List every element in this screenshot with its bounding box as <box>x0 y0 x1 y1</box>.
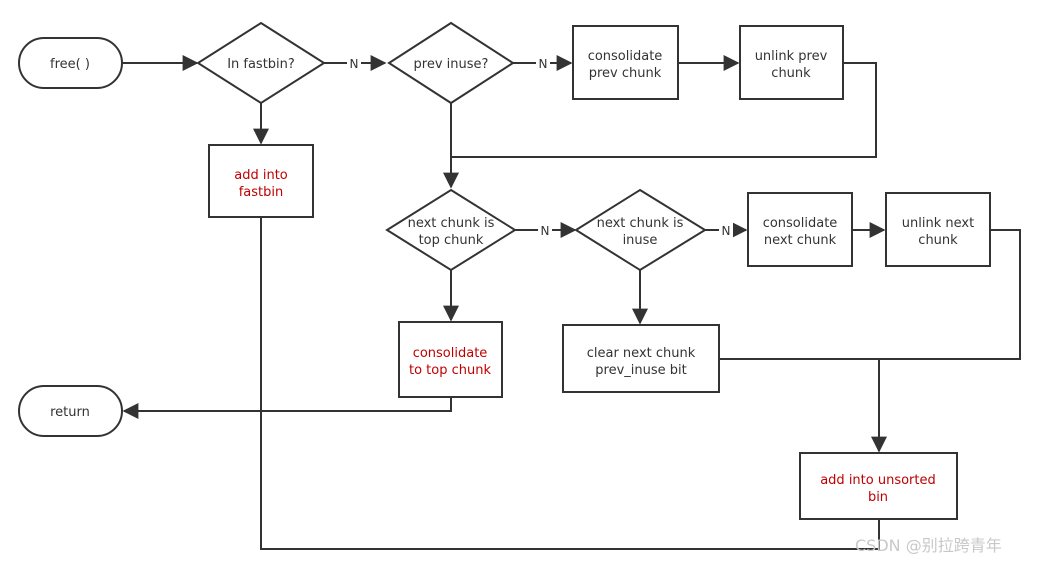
watermark-text: CSDN @别拉跨青年 <box>855 536 1002 555</box>
process-unlink-prev-line2: chunk <box>771 66 811 81</box>
process-consolidate-top: consolidate to top chunk <box>398 321 503 398</box>
process-unlink-prev-line1: unlink prev <box>755 49 828 64</box>
terminal-free: free( ) <box>18 37 123 89</box>
edge-unlink-prev-merge <box>451 62 877 158</box>
decision-in-fastbin-label: In fastbin? <box>227 57 295 72</box>
process-add-unsorted-line2: bin <box>868 490 888 505</box>
decision-next-top-line1: next chunk is <box>408 216 495 231</box>
process-add-fastbin-line1: add into <box>234 168 288 183</box>
edge-label-no: N <box>539 57 548 71</box>
process-consolidate-next-line2: next chunk <box>764 233 837 248</box>
decision-next-inuse-line1: next chunk is <box>597 216 684 231</box>
decision-next-inuse-line2: inuse <box>623 233 658 248</box>
process-unlink-prev: unlink prev chunk <box>739 25 844 100</box>
process-clear-bit-line1: clear next chunk <box>587 346 696 361</box>
process-unlink-next-line1: unlink next <box>902 216 974 231</box>
process-unlink-next-line2: chunk <box>918 233 958 248</box>
terminal-return-label: return <box>50 405 90 420</box>
process-clear-bit-line2: prev_inuse bit <box>595 363 686 378</box>
edge-consolidate-top-to-return <box>122 397 452 419</box>
process-consolidate-prev: consolidate prev chunk <box>572 25 679 100</box>
process-add-unsorted: add into unsorted bin <box>799 452 958 520</box>
edge-label-no: N <box>350 57 359 71</box>
process-consolidate-next: consolidate next chunk <box>747 192 853 267</box>
process-consolidate-next-line1: consolidate <box>763 216 838 231</box>
process-consolidate-top-line2: to top chunk <box>409 363 491 378</box>
process-unlink-next: unlink next chunk <box>885 192 991 267</box>
process-consolidate-prev-line1: consolidate <box>588 49 663 64</box>
edge-add-fastbin-down <box>260 217 880 550</box>
decision-in-fastbin: In fastbin? <box>196 21 326 105</box>
edge-unlink-next-merge <box>719 229 1021 360</box>
process-add-fastbin: add into fastbin <box>208 144 314 218</box>
decision-prev-inuse-label: prev inuse? <box>414 57 489 72</box>
process-add-unsorted-line1: add into unsorted <box>820 473 936 488</box>
process-add-fastbin-line2: fastbin <box>239 185 284 200</box>
process-consolidate-prev-line2: prev chunk <box>589 66 662 81</box>
edges <box>122 55 1021 550</box>
terminal-return: return <box>18 385 123 437</box>
terminal-free-label: free( ) <box>50 57 90 72</box>
process-clear-bit: clear next chunk prev_inuse bit <box>562 324 720 393</box>
edge-label-no: N <box>722 224 731 238</box>
decision-next-inuse: next chunk is inuse <box>574 188 707 272</box>
decision-prev-inuse: prev inuse? <box>387 21 515 105</box>
edge-label-no: N <box>541 224 550 238</box>
decision-next-top-line2: top chunk <box>419 233 484 248</box>
edge-labels: N N N N <box>347 55 733 238</box>
decision-next-top: next chunk is top chunk <box>385 188 517 272</box>
process-consolidate-top-line1: consolidate <box>413 346 488 361</box>
